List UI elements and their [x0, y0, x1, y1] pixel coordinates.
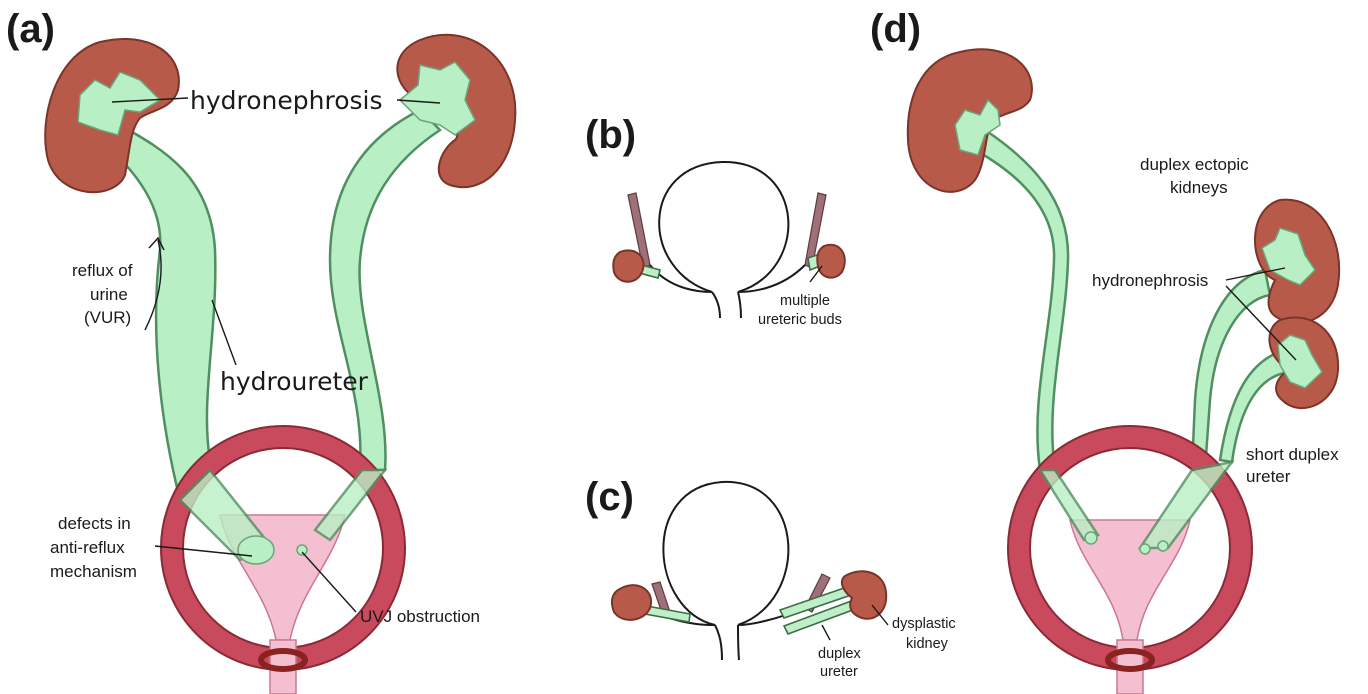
bladder-outline-b — [659, 162, 788, 292]
leader-duplex-c — [822, 625, 830, 640]
orifice-right-2-d — [1158, 541, 1168, 551]
ectopic-label-line2: kidneys — [1170, 178, 1228, 197]
panel-d-letter: (d) — [870, 7, 921, 51]
dysplastic-label-line2: kidney — [906, 636, 949, 652]
dysplastic-label-line1: dysplastic — [892, 616, 956, 632]
urethra-left-b — [712, 292, 720, 318]
short-label-line2: ureter — [1246, 467, 1291, 486]
hydroureter-label: hydroureter — [220, 367, 369, 396]
panel-d: (d) duplex ectopic kidneys hydronephrosi… — [870, 7, 1339, 694]
defects-label-line1: defects in — [58, 514, 131, 533]
reflux-label-line2: urine — [90, 285, 128, 304]
urethra-left-c — [715, 625, 722, 660]
right-kidney-b — [817, 245, 845, 278]
orifice-left-d — [1085, 532, 1097, 544]
defects-label-line2: anti-reflux — [50, 538, 125, 557]
panel-c-letter: (c) — [585, 475, 634, 519]
bladder-outline-c — [663, 482, 788, 625]
uvj-label: UVJ obstruction — [360, 607, 480, 626]
buds-label-line1: multiple — [780, 293, 830, 309]
urethra-right-c — [738, 625, 739, 660]
right-ureteric-orifice — [297, 545, 307, 555]
panel-a-letter: (a) — [6, 7, 55, 51]
reflux-label-line1: reflux of — [72, 261, 133, 280]
hydronephrosis-label-a: hydronephrosis — [190, 86, 383, 115]
duplex-label-line1: duplex — [818, 646, 861, 662]
left-kidney-b — [613, 250, 643, 281]
left-kidney-c — [612, 585, 651, 620]
left-ureteric-orifice — [238, 536, 274, 564]
reflux-label-line3: (VUR) — [84, 308, 131, 327]
panel-b-letter: (b) — [585, 113, 636, 157]
right-hydroureter — [330, 110, 440, 470]
panel-c: (c) duplex ureter dysplastic kidney — [585, 475, 956, 680]
left-ureter-d — [975, 130, 1068, 470]
duplex-label-line2: ureter — [820, 664, 858, 680]
panel-a: (a) hydronephrosis reflux of urine (VUR)… — [6, 7, 515, 694]
ectopic-label-line1: duplex ectopic — [1140, 155, 1249, 174]
defects-label-line3: mechanism — [50, 562, 137, 581]
panel-b: (b) multiple ureteric buds — [585, 113, 845, 328]
urethra-right-b — [738, 292, 741, 318]
hydronephrosis-label-d: hydronephrosis — [1092, 271, 1208, 290]
short-label-line1: short duplex — [1246, 445, 1339, 464]
buds-label-line2: ureteric buds — [758, 312, 842, 328]
leader-hydroureter — [212, 300, 236, 365]
orifice-right-1-d — [1140, 544, 1150, 554]
